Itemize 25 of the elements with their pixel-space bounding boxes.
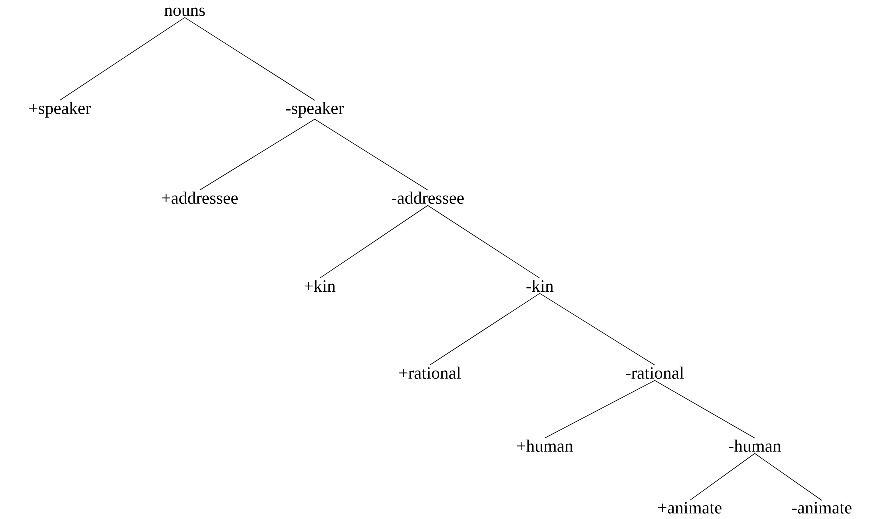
tree-label: +speaker (30, 102, 92, 118)
tree-branch (60, 17, 186, 101)
tree-label: +animate (658, 502, 722, 514)
tree-label: nouns (164, 8, 206, 16)
tree-branch (540, 293, 656, 366)
tree-label: -kin (526, 280, 554, 292)
tree-branch (200, 119, 316, 191)
tree-label: +addressee (162, 192, 238, 204)
tree-label: +rational (400, 366, 462, 380)
tree-branch (754, 453, 822, 501)
tree-branch (320, 205, 428, 279)
tree-label: -human (729, 440, 782, 452)
tree-branch (428, 205, 540, 279)
tree-branch (544, 380, 656, 439)
tree-label: -animate (792, 502, 852, 514)
tree-branch (430, 293, 540, 366)
tree-branch (654, 380, 756, 439)
tree-branch (314, 119, 428, 191)
tree-label: +human (517, 440, 574, 452)
tree-branch (690, 453, 756, 501)
tree-label: -speaker (286, 102, 344, 118)
tree-label: -addressee (392, 192, 464, 204)
tree-branch (184, 17, 316, 101)
tree-label: -rational (626, 366, 684, 380)
tree-label: +kin (304, 280, 336, 292)
